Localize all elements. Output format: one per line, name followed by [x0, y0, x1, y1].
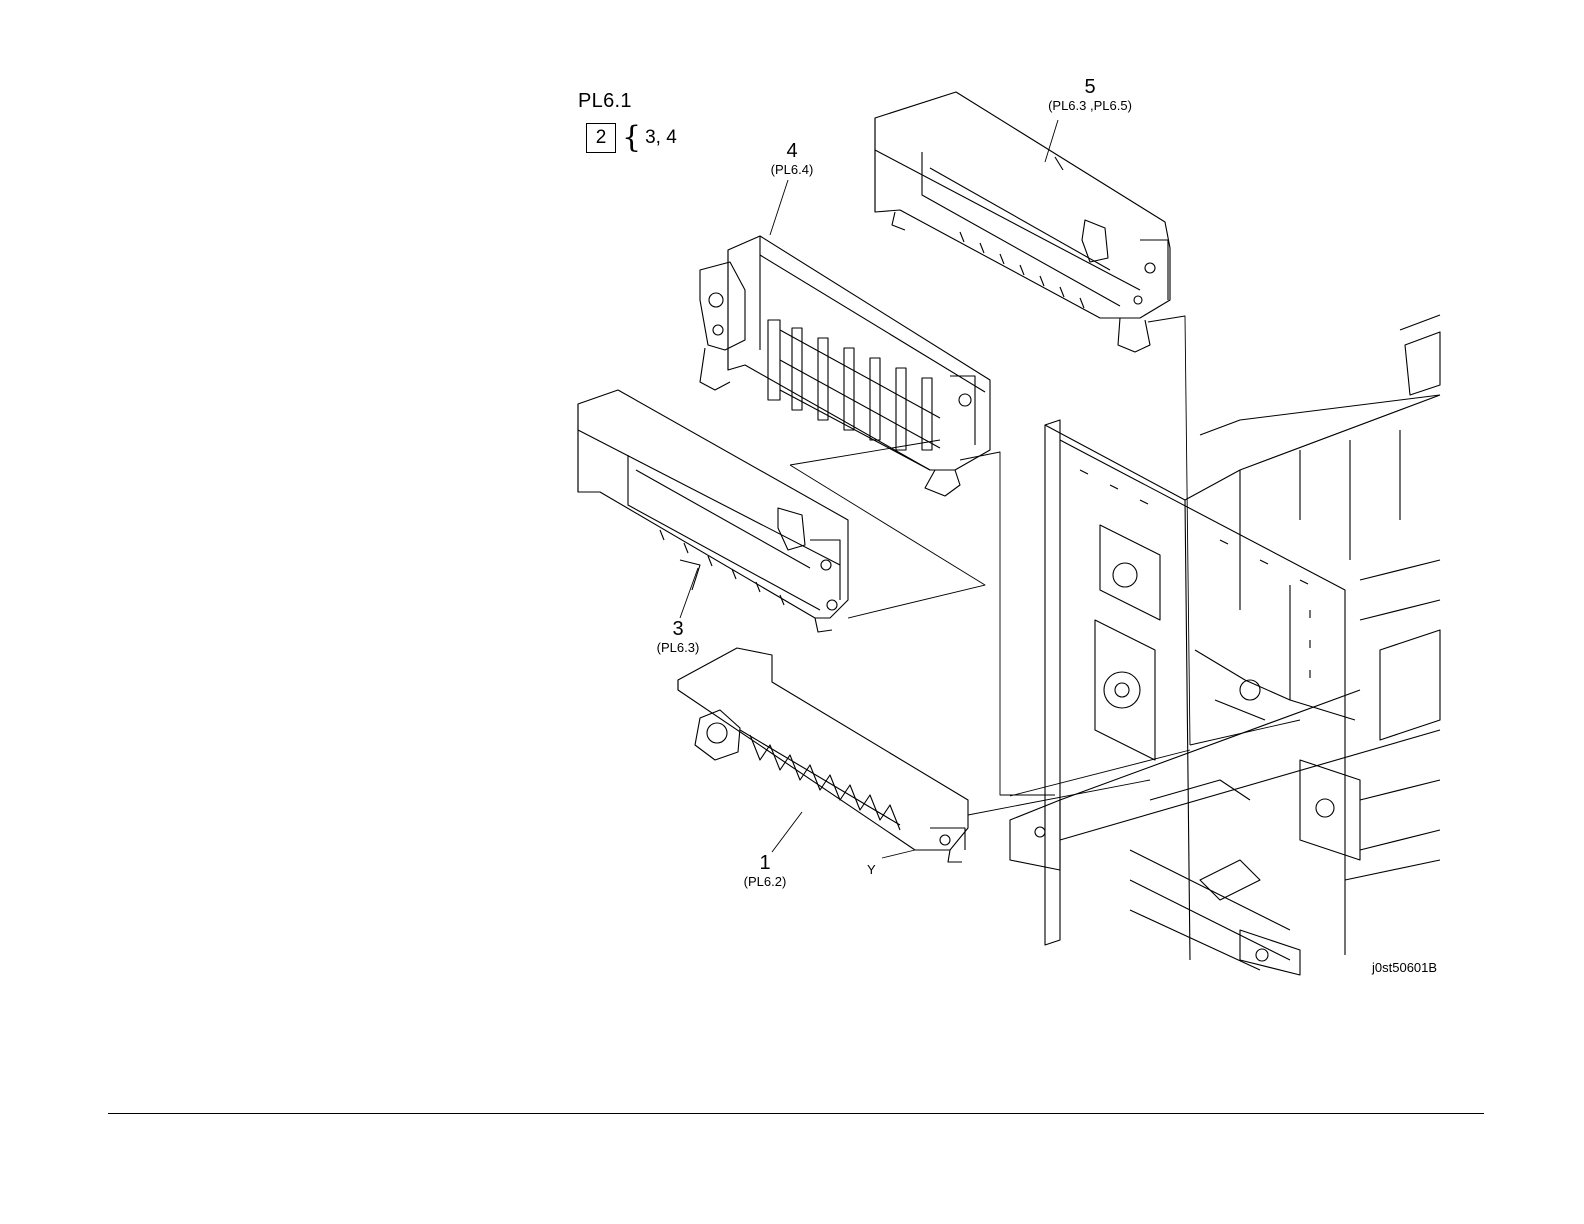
callout-part-1: 1 (PL6.2) — [725, 852, 805, 890]
part-4-transport-assembly — [700, 236, 990, 496]
part-list-ref: (PL6.4) — [752, 162, 832, 178]
axis-label-y: Y — [867, 862, 876, 877]
part-3-cover-assembly — [578, 390, 848, 632]
part-1-tray-assembly — [678, 648, 968, 862]
figure-id: j0st50601B — [1372, 960, 1437, 975]
callout-part-3: 3 (PL6.3) — [638, 618, 718, 656]
callout-part-5: 5 (PL6.3 ,PL6.5) — [1030, 76, 1150, 114]
part-number: 3 — [638, 618, 718, 640]
callout-part-4: 4 (PL6.4) — [752, 140, 832, 178]
part-5-cover-assembly — [875, 92, 1170, 352]
part-list-ref: (PL6.2) — [725, 874, 805, 890]
part-number: 5 — [1030, 76, 1150, 98]
part-number: 4 — [752, 140, 832, 162]
main-frame — [1010, 315, 1440, 975]
footer-rule — [108, 1113, 1484, 1114]
part-list-ref: (PL6.3 ,PL6.5) — [1030, 98, 1150, 114]
part-list-ref: (PL6.3) — [638, 640, 718, 656]
part-number: 1 — [725, 852, 805, 874]
